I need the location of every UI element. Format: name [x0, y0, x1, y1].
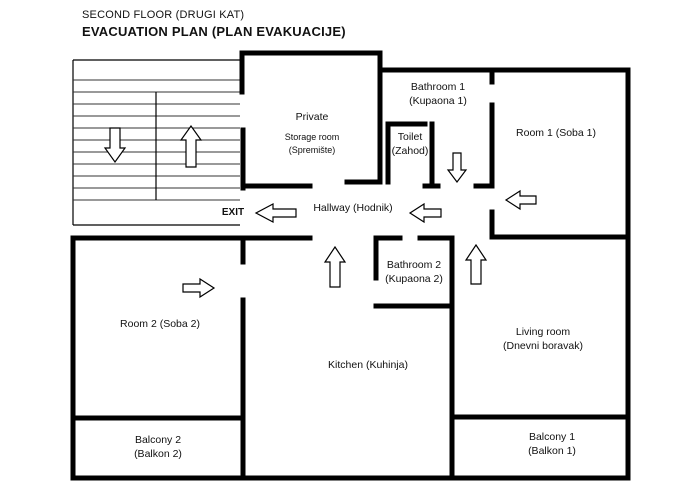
- floor-label: SECOND FLOOR (DRUGI KAT): [82, 9, 245, 21]
- arrow-left-icon: [408, 202, 442, 224]
- room-label-balcony1-local: (Balkon 1): [528, 445, 576, 457]
- room-label-room2: Room 2 (Soba 2): [120, 318, 200, 330]
- room-label-living-room-local: (Dnevni boravak): [503, 340, 583, 352]
- staircase: [72, 59, 240, 226]
- exit-label: EXIT: [221, 207, 245, 218]
- room-label-balcony2-local: (Balkon 2): [134, 448, 182, 460]
- arrow-left-icon: [254, 203, 297, 223]
- room-label-bathroom2-local: (Kupaona 2): [385, 273, 443, 285]
- room-label-storage: Storage room: [284, 132, 340, 142]
- room-label-bathroom1: Bathroom 1: [410, 81, 466, 93]
- room-label-balcony2: Balcony 2: [134, 434, 182, 446]
- room-label-toilet: Toilet: [397, 131, 423, 143]
- plan-title: EVACUATION PLAN (PLAN EVAKUACIJE): [82, 24, 346, 39]
- room-label-storage-local: (Spremište): [288, 145, 336, 155]
- room-label-kitchen: Kitchen (Kuhinja): [328, 359, 408, 371]
- room-label-bathroom1-local: (Kupaona 1): [409, 95, 467, 107]
- arrow-left-icon: [504, 189, 537, 211]
- room-label-toilet-local: (Zahod): [391, 145, 429, 157]
- room-label-bathroom2: Bathroom 2: [386, 259, 442, 271]
- walls: [70, 50, 631, 481]
- arrow-down-icon: [446, 152, 468, 183]
- room-label-balcony1: Balcony 1: [528, 431, 576, 443]
- room-label-living-room: Living room: [515, 326, 571, 338]
- evacuation-arrows: [103, 124, 537, 299]
- arrow-up-icon: [323, 245, 347, 288]
- arrow-down-icon: [103, 127, 127, 164]
- arrow-right-icon: [182, 277, 216, 299]
- room-label-room1: Room 1 (Soba 1): [516, 127, 596, 139]
- arrow-up-icon: [464, 243, 488, 285]
- arrow-up-icon: [179, 124, 203, 168]
- room-label-hallway: Hallway (Hodnik): [313, 202, 393, 214]
- room-label-private: Private: [295, 111, 329, 123]
